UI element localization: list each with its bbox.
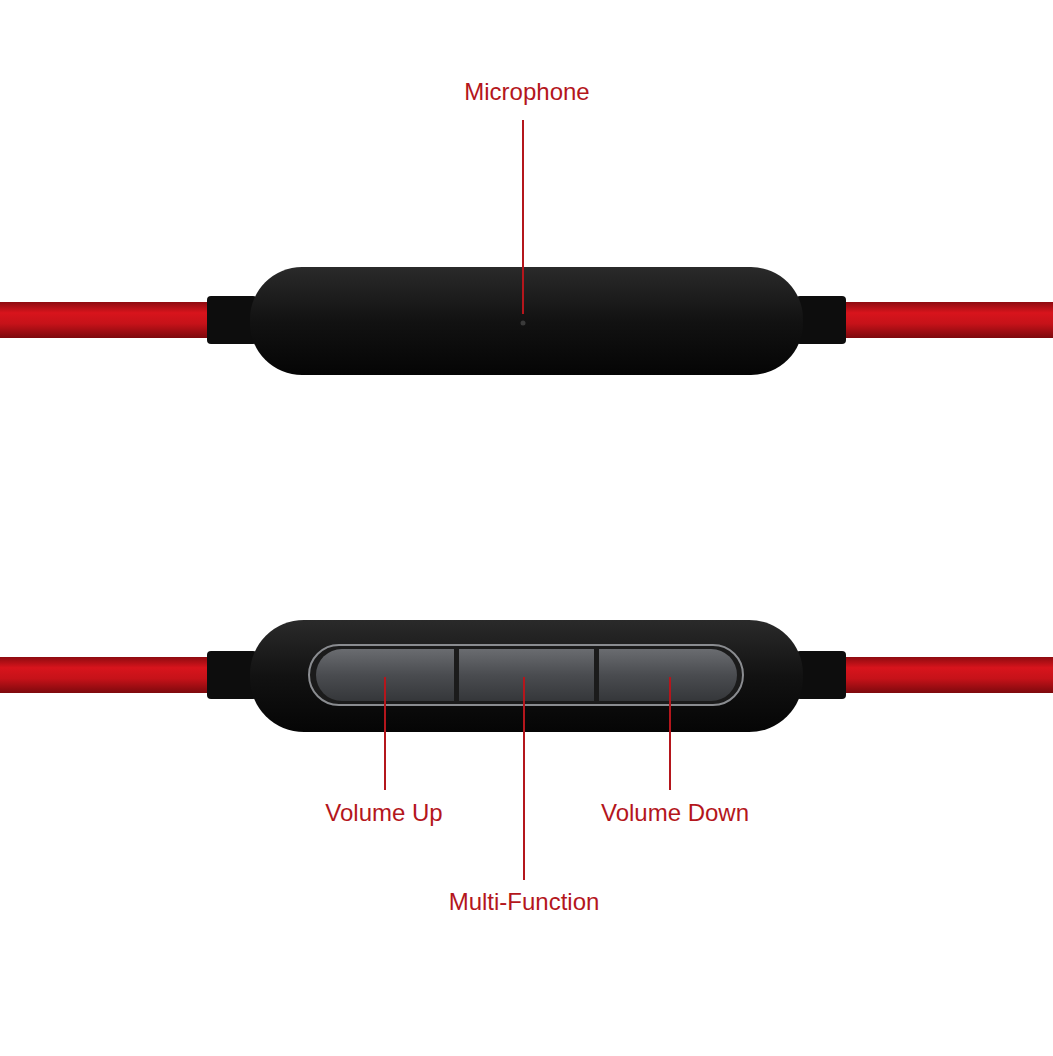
cable-joint — [207, 296, 257, 344]
leader-line — [669, 677, 671, 790]
volume-down-button — [599, 649, 737, 701]
button-remote — [0, 620, 1053, 880]
microphone-hole — [521, 321, 526, 326]
callout-label: Volume Up — [325, 799, 442, 828]
cable — [0, 302, 215, 338]
callout-label: Volume Down — [601, 799, 749, 828]
leader-line — [522, 120, 524, 314]
button-bezel — [309, 645, 743, 705]
cable — [838, 657, 1053, 693]
cable-joint — [796, 296, 846, 344]
callout-label: Multi-Function — [449, 888, 600, 917]
cable-joint — [796, 651, 846, 699]
cable-joint — [207, 651, 257, 699]
multi-function-button — [459, 649, 594, 701]
leader-line — [384, 677, 386, 790]
remote-body — [250, 267, 803, 375]
microphone-remote — [0, 120, 1053, 375]
callout-label: Microphone — [464, 78, 589, 107]
leader-line — [523, 677, 525, 880]
remote-body — [250, 620, 803, 732]
cable — [838, 302, 1053, 338]
cable — [0, 657, 215, 693]
